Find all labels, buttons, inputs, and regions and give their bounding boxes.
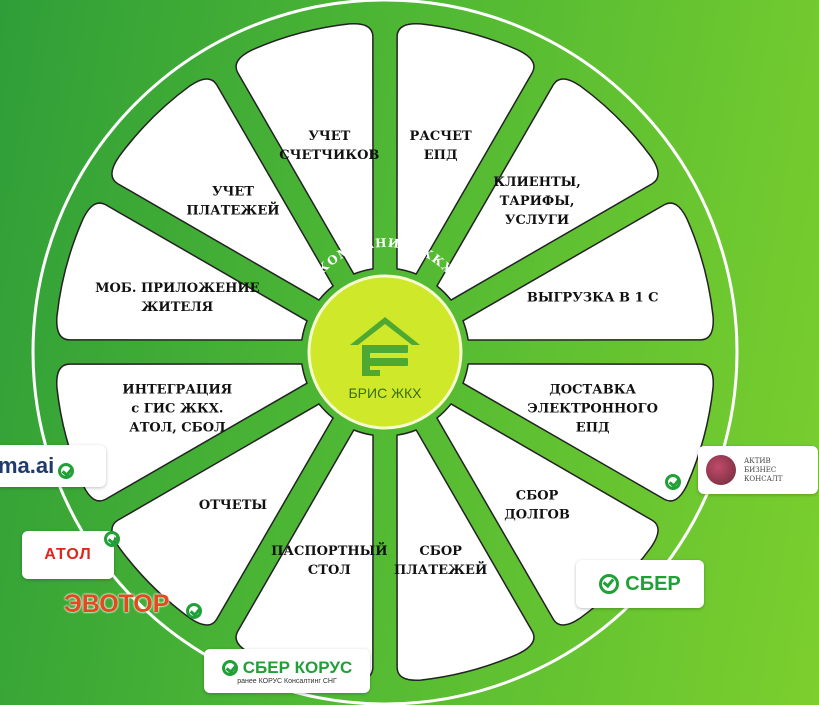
evotor-logo: ЭВОТОР (64, 590, 169, 619)
outer-ring (31, 0, 739, 705)
segment-label-12: УЧЕТ СЧЕТЧИКОВ (279, 129, 379, 163)
segment-label-line: ДОСТАВКА (549, 383, 636, 398)
house-logo-icon (350, 317, 420, 376)
atol-logo: АТОЛ (22, 531, 114, 579)
segment-label-1: РАСЧЕТ ЕПД (410, 129, 472, 163)
segment-11 (111, 78, 334, 301)
segment-label-line: ДОЛГОВ (504, 508, 570, 523)
evotor-text: ЭВОТОР (64, 590, 170, 618)
sber-check-icon (58, 463, 75, 479)
segment-label-line: УСЛУГИ (505, 213, 569, 228)
segment-label-line: ПЛАТЕЖЕЙ (394, 561, 487, 578)
aktiv-line-3: КОНСАЛТ (744, 474, 783, 483)
segment-label-line: УЧЕТ (308, 129, 350, 144)
segment-label-11: УЧЕТ ПЛАТЕЖЕЙ (186, 184, 279, 218)
sber-check-icon (599, 574, 620, 594)
segment-label-line: КЛИЕНТЫ, (493, 175, 581, 190)
atol-text: АТОЛ (44, 546, 92, 563)
segment-label-2: КЛИЕНТЫ, ТАРИФЫ, УСЛУГИ (493, 175, 581, 228)
segment-label-5: СБОР ДОЛГОВ (504, 489, 570, 523)
sber-check-icon (221, 659, 238, 676)
segment-label-line: ЖИТЕЛЯ (141, 300, 213, 315)
segment-label-line: ИНТЕГРАЦИЯ (122, 383, 232, 398)
segment-label-6: СБОР ПЛАТЕЖЕЙ (394, 544, 487, 578)
segment-label-line: с ГИС ЖКХ. (131, 402, 223, 417)
segment-9 (56, 363, 308, 502)
center-label: БРИС ЖКХ (348, 385, 422, 401)
segment-label-line: ПАСПОРТНЫЙ (271, 542, 387, 559)
segment-label-line: ПЛАТЕЖЕЙ (186, 201, 279, 218)
ma-ai-text: ma.ai (0, 453, 55, 478)
sber-check-icon (104, 531, 120, 547)
segment-label-line: МОБ. ПРИЛОЖЕНИЕ (95, 281, 260, 296)
aktiv-line-1: АКТИВ (744, 456, 771, 465)
segment-label-line: ВЫГРУЗКА В 1 С (527, 290, 659, 305)
segment-3 (462, 202, 714, 341)
sber-korus-subtitle: ранее КОРУС Консалтинг СНГ (237, 677, 337, 685)
segment-group: РАСЧЕТ ЕПД КЛИЕНТЫ, ТАРИФЫ, УСЛУГИ ВЫГРУЗКА В… (56, 23, 714, 681)
sber-check-icon (665, 474, 681, 490)
sber-check-icon (186, 603, 202, 619)
sber-korus-text: СБЕР КОРУС (242, 657, 353, 677)
segment-label-line: СБОР (419, 544, 462, 559)
segment-2 (436, 78, 659, 301)
segment-label-line: СЧЕТЧИКОВ (279, 148, 379, 163)
segment-label-line: ЕПД (576, 421, 610, 436)
segment-label-line: ЕПД (424, 148, 458, 163)
sber-text: СБЕР (625, 572, 681, 595)
aktiv-logo: АКТИВ БИЗНЕС КОНСАЛТ (698, 446, 818, 494)
segment-6 (396, 429, 535, 681)
aktiv-line-2: БИЗНЕС (744, 465, 777, 474)
segment-4 (462, 363, 714, 502)
aktiv-emblem-icon (706, 455, 736, 485)
segment-8 (111, 403, 334, 626)
ma-ai-logo: ma.ai (0, 445, 106, 487)
segment-label-3: ВЫГРУЗКА В 1 С (527, 290, 659, 305)
segment-1 (396, 23, 535, 275)
segment-label-line: СБОР (516, 489, 559, 504)
segment-label-7: ПАСПОРТНЫЙ СТОЛ (271, 542, 387, 578)
segment-label-10: МОБ. ПРИЛОЖЕНИЕ ЖИТЕЛЯ (95, 281, 260, 315)
segment-label-line: ЭЛЕКТРОННОГО (527, 402, 658, 417)
segment-label-8: ОТЧЕТЫ (199, 498, 267, 513)
segment-label-line: ОТЧЕТЫ (199, 498, 267, 513)
segment-12 (235, 23, 374, 275)
segment-label-line: ТАРИФЫ, (500, 194, 575, 209)
segment-label-line: УЧЕТ (212, 184, 254, 199)
segment-10 (56, 202, 308, 341)
segment-label-line: РАСЧЕТ (410, 129, 472, 144)
segment-label-line: СТОЛ (308, 563, 351, 578)
segment-label-line: АТОЛ, СБОЛ (129, 421, 225, 436)
segment-label-9: ИНТЕГРАЦИЯ с ГИС ЖКХ. АТОЛ, СБОЛ (122, 383, 232, 436)
segment-label-4: ДОСТАВКА ЭЛЕКТРОННОГО ЕПД (527, 383, 658, 436)
sber-korus-logo: СБЕР КОРУС ранее КОРУС Консалтинг СНГ (204, 649, 370, 693)
sber-logo: СБЕР (576, 560, 704, 608)
